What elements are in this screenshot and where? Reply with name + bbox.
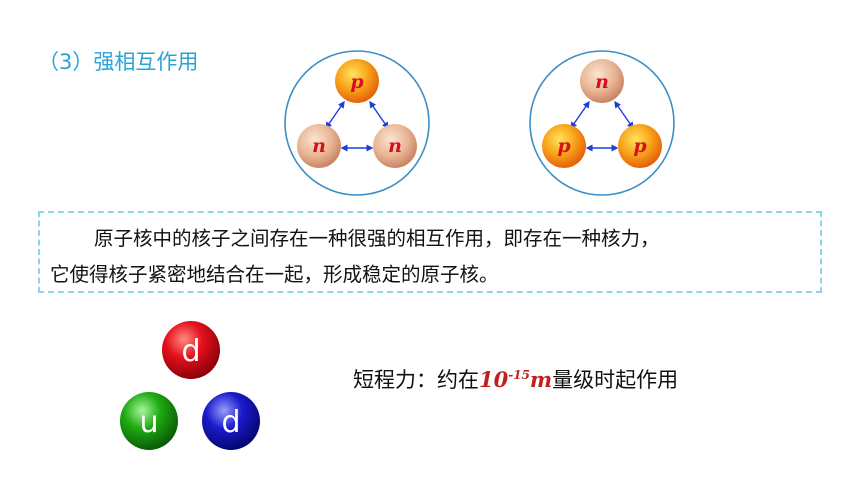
proton-ball	[618, 124, 662, 168]
particle-label: n	[595, 71, 609, 93]
nucleus-diagram-left: p n n	[282, 48, 432, 198]
quark-label: d	[181, 334, 200, 369]
quark-diagram: d u d	[117, 318, 265, 468]
quark-ball-green	[120, 392, 178, 450]
particle-label: p	[350, 71, 364, 93]
quark-label: d	[221, 405, 240, 440]
description-line-2: 它使得核子紧密地结合在一起，形成稳定的原子核。	[50, 263, 499, 286]
particle-label: n	[312, 135, 326, 157]
quark-ball-blue	[202, 392, 260, 450]
nucleus-diagram-right: n p p	[527, 48, 677, 198]
magnitude-base: 10	[479, 367, 509, 392]
description-line-1: 原子核中的核子之间存在一种很强的相互作用，即存在一种核力，	[94, 227, 660, 250]
particle-label: n	[388, 135, 402, 157]
quark-label: u	[139, 405, 158, 440]
proton-ball	[542, 124, 586, 168]
quark-ball-red	[162, 321, 220, 379]
short-range-text: 短程力：约在10-15m量级时起作用	[353, 364, 678, 394]
neutron-ball	[580, 59, 624, 103]
section-heading: （3）强相互作用	[38, 50, 199, 74]
particle-label: p	[633, 135, 647, 157]
magnitude-unit: m	[529, 367, 553, 392]
short-range-prefix: 短程力：约在	[353, 368, 479, 392]
magnitude-exponent: -15	[508, 368, 530, 382]
neutron-ball	[297, 124, 341, 168]
neutron-ball	[373, 124, 417, 168]
description-box: 原子核中的核子之间存在一种很强的相互作用，即存在一种核力， 它使得核子紧密地结合…	[38, 211, 822, 293]
particle-label: p	[557, 135, 571, 157]
proton-ball	[335, 59, 379, 103]
short-range-suffix: 量级时起作用	[552, 368, 679, 392]
